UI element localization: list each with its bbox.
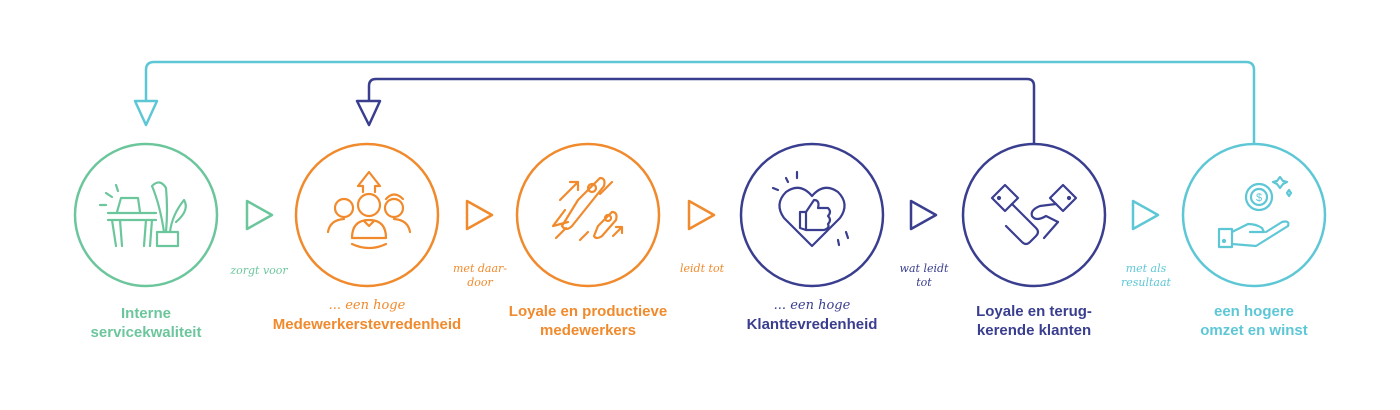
step-title-line: medewerkers — [540, 322, 636, 339]
step-title-line: Loyale en productieve — [508, 303, 668, 320]
connector-text: met daar- — [453, 262, 507, 275]
step-title-line: een hogere — [1213, 303, 1295, 320]
step-title-line: Medewerkerstevredenheid — [272, 316, 462, 333]
step-circle-3 — [515, 142, 661, 288]
step-label-2: ... een hoge Medewerkerstevredenheid — [247, 296, 487, 334]
step-title-line: omzet en winst — [1200, 322, 1308, 339]
happy-team-icon — [326, 170, 412, 250]
step-circle-5 — [961, 142, 1107, 288]
step-title-line: Klanttevredenheid — [746, 316, 878, 333]
step-title-line: servicekwaliteit — [90, 324, 202, 341]
connector-text: resultaat — [1121, 276, 1171, 289]
connector-text: met als — [1125, 262, 1167, 275]
connector-text: door — [467, 276, 493, 289]
step-prefix: ... een hoge — [773, 298, 851, 313]
feedback-line-cyan — [144, 60, 1256, 143]
connector-label-5: met als resultaat — [1096, 262, 1196, 290]
desk-plant-icon — [98, 181, 187, 248]
play-arrow-icon — [909, 199, 938, 231]
connector-label-1: zorgt voor — [209, 264, 309, 278]
feedback-arrow-navy-icon — [355, 99, 382, 127]
step-label-3: Loyale en productieve medewerkers — [468, 302, 708, 340]
connector-label-3: leidt tot — [652, 262, 752, 276]
step-title-line: Loyale en terug- — [976, 303, 1092, 320]
step-label-4: ... een hoge Klanttevredenheid — [692, 296, 932, 334]
step-title-line: Interne — [120, 305, 171, 322]
svg-text:$: $ — [1256, 192, 1262, 204]
play-arrow-icon — [687, 199, 716, 231]
connector-text: tot — [916, 276, 932, 289]
hand-coin-icon: $ — [1217, 175, 1293, 249]
heart-thumbs-up-icon — [771, 170, 850, 248]
step-label-6: een hogere omzet en winst — [1134, 302, 1374, 340]
feedback-line-navy — [367, 77, 1036, 143]
handshake-icon — [990, 183, 1078, 246]
connector-text: wat leidt — [899, 262, 949, 275]
step-circle-1 — [73, 142, 219, 288]
step-label-5: Loyale en terug- kerende klanten — [914, 302, 1154, 340]
connector-text: leidt tot — [680, 262, 724, 275]
step-circle-4 — [739, 142, 885, 288]
step-title-line: kerende klanten — [976, 322, 1092, 339]
play-arrow-icon — [245, 199, 274, 231]
connector-label-4: wat leidt tot — [874, 262, 974, 290]
connector-label-2: met daar- door — [430, 262, 530, 290]
step-label-1: Interne servicekwaliteit — [26, 304, 266, 342]
play-arrow-icon — [1131, 199, 1160, 231]
feedback-arrow-cyan-icon — [133, 99, 159, 127]
step-circle-6 — [1181, 142, 1327, 288]
step-prefix: ... een hoge — [328, 298, 406, 313]
play-arrow-icon — [465, 199, 494, 231]
step-circle-2 — [294, 142, 440, 288]
superhero-flying-icon — [551, 176, 624, 242]
connector-text: zorgt voor — [230, 264, 288, 277]
